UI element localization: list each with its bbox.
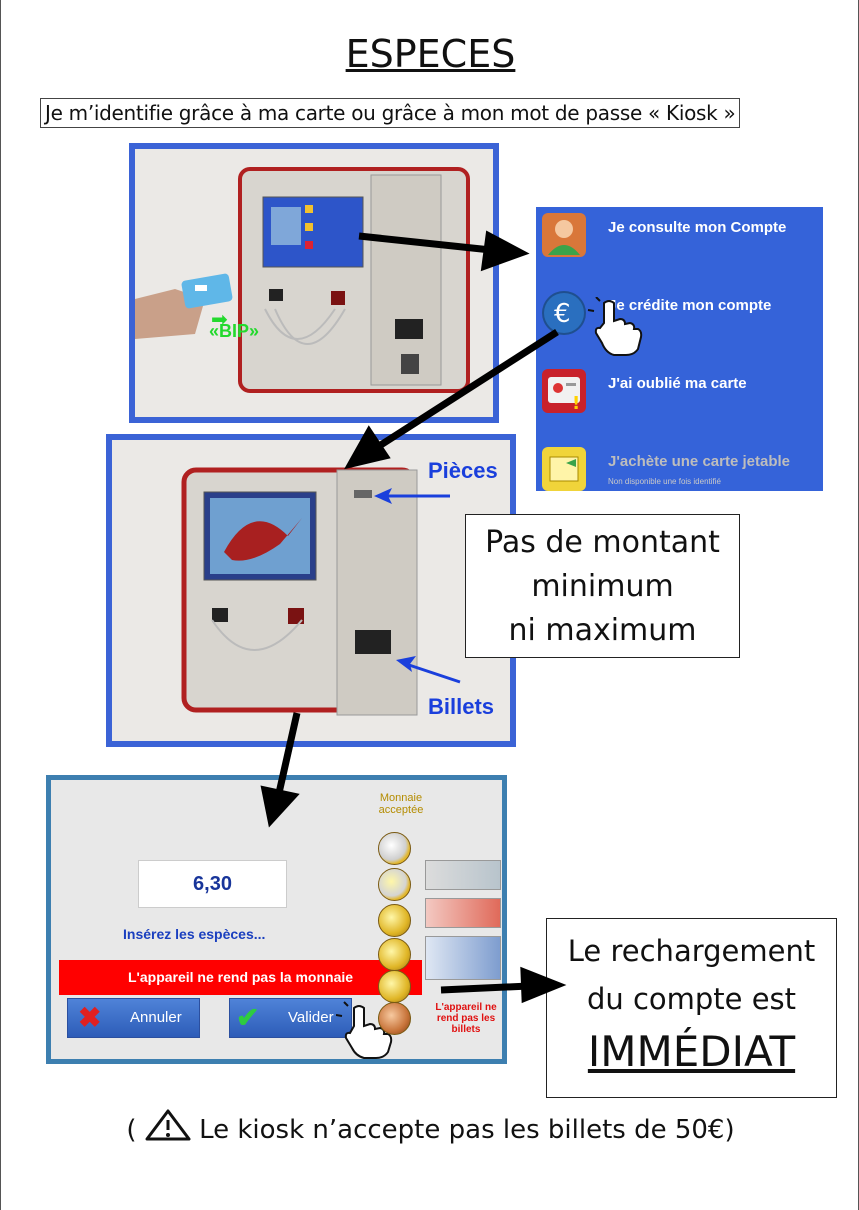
- menu-item-label: J'achète une carte jetable: [608, 453, 790, 470]
- validate-button-label: Valider: [288, 1009, 334, 1026]
- menu-item-label: Je crédite mon compte: [608, 297, 772, 314]
- amount-display: 6,30: [138, 860, 287, 908]
- bip-arrow-icon: ➡: [211, 307, 228, 331]
- note-line: Pas de montant: [485, 525, 720, 560]
- photo-kiosk-card: «BIP» ➡: [129, 143, 499, 423]
- note-emphasis: IMMÉDIAT: [587, 1027, 796, 1076]
- photo-kiosk-slots: Pièces Billets: [106, 434, 516, 747]
- coin-20-cent-icon: [378, 938, 411, 971]
- coins-accepted-label: Monnaie acceptée: [378, 792, 424, 816]
- svg-text:!: !: [572, 393, 580, 413]
- check-icon: ✔: [236, 1002, 260, 1033]
- menu-item-forgot-card[interactable]: ! J'ai oublié ma carte: [536, 365, 823, 425]
- footer-text: Le kiosk n’accepte pas les billets de 50…: [199, 1115, 735, 1145]
- hand-pointer-icon: [336, 1001, 393, 1059]
- arrow-to-slots: [344, 329, 559, 470]
- bill-20-euro-icon: [425, 936, 501, 980]
- close-icon: ✖: [78, 1002, 102, 1033]
- menu-item-label: Je consulte mon Compte: [608, 219, 787, 236]
- bills-label: Billets: [428, 694, 495, 719]
- no-change-warning: L'appareil ne rend pas la monnaie: [59, 960, 422, 995]
- coin-2-euro-icon: [378, 832, 411, 865]
- card-icon: [542, 447, 586, 491]
- hand-pointer-icon: [587, 297, 643, 356]
- kiosk-menu: Je consulte mon Compte € Je crédite mon …: [536, 207, 823, 491]
- kiosk-payment-screen: 6,30 Insérez les espèces... L'appareil n…: [46, 775, 507, 1064]
- user-icon: [542, 213, 586, 257]
- no-bills-change-label: L'appareil ne rend pas les billets: [435, 1002, 497, 1035]
- bill-5-euro-icon: [425, 860, 501, 890]
- coin-1-euro-icon: [378, 868, 411, 901]
- menu-item-buy-card: J'achète une carte jetable Non disponibl…: [536, 443, 823, 503]
- id-card-icon: !: [542, 369, 586, 414]
- note-immediate: Le rechargement du compte est IMMÉDIAT: [546, 918, 837, 1098]
- coins-label: Pièces: [428, 458, 498, 483]
- menu-item-consult[interactable]: Je consulte mon Compte: [536, 209, 823, 269]
- arrow-bills-icon: [396, 656, 461, 684]
- arrow-to-immediate: [440, 966, 567, 1004]
- note-line: du compte est: [586, 982, 797, 1016]
- note-line: Le rechargement: [567, 934, 816, 968]
- cancel-button-label: Annuler: [130, 1009, 182, 1026]
- note-no-limit: Pas de montant minimum ni maximum: [465, 514, 740, 658]
- footer-prefix: (: [126, 1115, 137, 1145]
- bill-10-euro-icon: [425, 898, 501, 928]
- menu-item-sub: Non disponible une fois identifié: [608, 477, 721, 486]
- arrow-to-menu: [358, 230, 530, 272]
- menu-item-label: J'ai oublié ma carte: [608, 375, 747, 392]
- cancel-button[interactable]: ✖ Annuler: [67, 998, 200, 1038]
- svg-text:€: €: [554, 299, 571, 329]
- page-title: ESPECES: [345, 32, 516, 76]
- note-line: minimum: [531, 569, 674, 604]
- menu-item-credit[interactable]: € Je crédite mon compte: [536, 287, 823, 356]
- page-subtitle: Je m’identifie grâce à ma carte ou grâce…: [40, 98, 741, 128]
- kiosk-slots-illustration: [112, 440, 510, 741]
- arrow-coins-icon: [374, 488, 450, 504]
- warning-icon: [145, 1109, 191, 1141]
- note-line: ni maximum: [508, 613, 697, 648]
- coin-5-cent-icon: [378, 1002, 411, 1035]
- coin-50-cent-icon: [378, 904, 411, 937]
- kiosk-card-illustration: [135, 149, 493, 417]
- validate-button[interactable]: ✔ Valider: [229, 998, 352, 1038]
- footer-note: ( Le kiosk n’accepte pas les billets de …: [1, 1108, 859, 1145]
- euro-icon: €: [542, 291, 586, 335]
- insert-instruction: Insérez les espèces...: [123, 926, 266, 942]
- arrow-to-screen: [260, 712, 301, 828]
- bip-label: «BIP»: [209, 321, 260, 341]
